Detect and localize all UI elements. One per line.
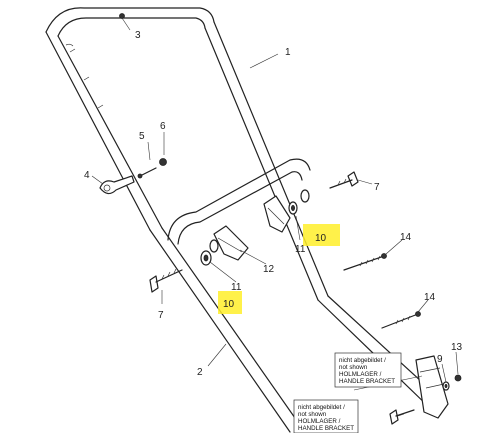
highlight-10-right [303,224,340,246]
cross-bar [167,158,311,245]
threaded-rod-14-mid [381,311,421,329]
note-lower-line4: HANDLE BRACKET [298,425,354,432]
note-lower: nicht abgebildet / not shown HOLMLAGER /… [293,399,359,433]
bolt-7-right [329,171,359,189]
highlight-10-left [218,291,242,314]
bolt-lower [389,409,415,425]
note-upper: nicht abgebildet / not shown HOLMLAGER /… [334,352,402,388]
callout-4: 4 [84,170,90,181]
note-upper-line4: HANDLE BRACKET [339,378,395,385]
note-upper-line2: not shown [339,364,368,371]
cable-clip-4 [99,175,135,195]
callout-14-top: 14 [400,232,412,243]
clamp-knob-12-left [213,225,249,261]
callout-2: 2 [197,367,203,378]
callout-9: 9 [437,354,443,365]
callout-5: 5 [139,131,145,142]
bolt-5 [137,167,157,179]
callout-3: 3 [135,30,141,41]
washer-11-right [288,201,298,215]
callout-7-right: 7 [374,182,380,193]
callout-11-left: 11 [231,282,242,293]
bolt-7-left [149,268,183,293]
callout-6: 6 [160,121,166,132]
callout-13: 13 [451,342,463,353]
callout-14-mid: 14 [424,292,436,303]
washer-9 [442,381,450,391]
note-upper-line1: nicht abgebildet / [339,357,386,364]
washer-11-left [200,250,212,266]
callout-10-left: 10 [223,299,235,310]
callout-7-left: 7 [158,310,164,321]
knob-10-right [300,189,310,203]
upper-handle-part [45,7,329,301]
note-upper-line3: HOLMLAGER / [339,371,382,378]
callout-10-right: 10 [315,233,327,244]
clamp-knob-12-right [263,195,291,233]
note-lower-line3: HOLMLAGER / [298,418,341,425]
threaded-rod-14-top [343,253,387,271]
knob-10-left [209,239,219,253]
nut-13 [454,374,462,382]
callout-11-right: 11 [295,244,306,255]
screw-3 [119,13,131,31]
nut-6 [159,158,167,166]
note-lower-line1: nicht abgebildet / [298,404,345,411]
note-lower-line2: not shown [298,411,327,418]
callout-1: 1 [285,47,291,58]
callout-12: 12 [263,264,275,275]
